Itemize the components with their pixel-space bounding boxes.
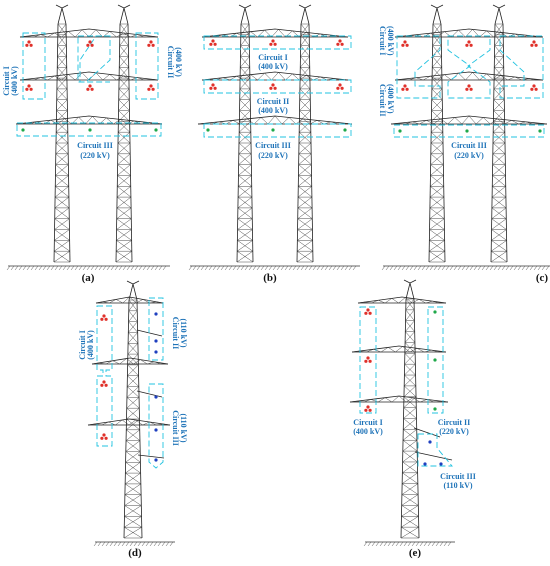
panel-c-circuit1-voltage: (400 kV) [386, 26, 395, 56]
panel-b-label: (b) [263, 272, 277, 284]
panel-d-circuit-boxes [96, 297, 164, 469]
panel-d-tower [123, 280, 143, 539]
panel-e-circuit2-voltage: (220 kV) [439, 427, 469, 436]
panel-d-circuit2-voltage: (110 kV) [179, 318, 188, 347]
panel-a-right-tower [115, 4, 133, 263]
panel-e-circuit2-name: Circuit II [438, 418, 471, 427]
panel-a-conductors [21, 40, 158, 132]
panel-a-circuit1-name: Circuit I [2, 66, 11, 95]
panel-b-circuit1-name: Circuit I [258, 53, 287, 62]
panel-b-right-tower [296, 4, 314, 263]
panel-a-towers [6, 4, 170, 271]
panel-a-circuit3-voltage: (220 kV) [80, 151, 110, 160]
panel-d-circuit2-name: Circuit II [171, 317, 180, 350]
panel-e-circuit-boxes [359, 306, 453, 467]
panel-b-circuit1-voltage: (400 kV) [258, 62, 288, 71]
panel-e-towers [349, 279, 455, 547]
panel-a-left-tower [53, 4, 71, 263]
panel-d: Circuit I (400 kV) Circuit II (110 kV) C… [78, 280, 188, 559]
panel-a-circuit3-name: Circuit III [77, 141, 113, 150]
panel-a-circuit-boxes [16, 32, 162, 137]
panel-e-circuit1-voltage: (400 kV) [353, 427, 383, 436]
panel-b: Circuit I (400 kV) Circuit II (400 kV) C… [188, 4, 360, 284]
panel-c-conductors [398, 40, 542, 133]
panel-c-circuit1-name: Circuit I [378, 26, 387, 55]
panel-c-circuit3-name: Circuit III [451, 141, 487, 150]
panel-b-circuit3-voltage: (220 kV) [258, 151, 288, 160]
panel-a-circuit2-name: Circuit II [166, 46, 175, 79]
panel-c-right-tower [490, 4, 508, 263]
panel-d-circuit3-name: Circuit III [171, 410, 180, 446]
panel-a: Circuit I (400 kV) Circuit II (400 kV) C… [2, 4, 183, 284]
panel-c-circuit2-name: Circuit II [378, 84, 387, 117]
panel-e-tower [400, 279, 420, 539]
panel-e: Circuit I (400 kV) Circuit II (220 kV) C… [349, 279, 476, 559]
panel-d-towers [87, 280, 175, 547]
panel-e-circuit3-voltage: (110 kV) [443, 481, 472, 490]
panel-b-circuit-boxes [203, 35, 352, 138]
panel-c-circuit2-voltage: (400 kV) [386, 84, 395, 114]
panel-b-circuit2-voltage: (400 kV) [258, 106, 288, 115]
panel-d-circuit1-voltage: (400 kV) [86, 330, 95, 360]
panel-e-circuit3-name: Circuit III [440, 472, 476, 481]
panel-b-circuit3-name: Circuit III [255, 141, 291, 150]
panel-d-label: (d) [128, 547, 142, 559]
panel-e-circuit1-name: Circuit I [353, 418, 382, 427]
panel-a-circuit2-voltage: (400 kV) [174, 47, 183, 77]
panel-b-left-tower [236, 4, 254, 263]
panel-c-circuit-boxes [393, 35, 545, 138]
panel-c: Circuit I (400 kV) Circuit II (400 kV) C… [378, 4, 550, 284]
panel-a-circuit1-voltage: (400 kV) [10, 66, 19, 96]
panel-d-circuit3-voltage: (110 kV) [179, 413, 188, 442]
panel-b-circuit2-name: Circuit II [257, 97, 290, 106]
panel-c-left-tower [428, 4, 446, 263]
panel-a-label: (a) [82, 272, 95, 284]
panel-c-circuit3-voltage: (220 kV) [454, 151, 484, 160]
panel-c-label: (c) [536, 272, 549, 284]
panel-d-circuit1-name: Circuit I [78, 330, 87, 359]
panel-e-label: (e) [409, 547, 422, 559]
